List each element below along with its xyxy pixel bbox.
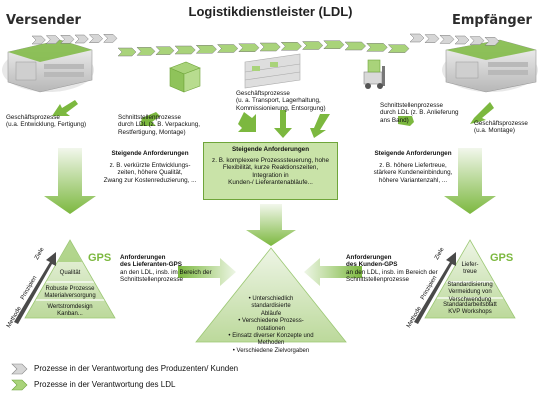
requirements-center-box: Steigende Anforderungen z. B. komplexere… <box>203 142 338 200</box>
process-chevron-24 <box>469 36 485 45</box>
warehouse-shelves-illustration <box>244 53 301 89</box>
process-chevron-13 <box>259 42 281 52</box>
process-chevron-6 <box>117 47 137 57</box>
arrow-left-gps-to-center <box>178 258 236 286</box>
right-axis-arrow <box>414 252 456 324</box>
process-chevron-7 <box>136 47 156 56</box>
arrow-to-right-pyramid <box>444 148 496 214</box>
receiver-factory-illustration <box>442 39 538 93</box>
receiver-label: Empfänger <box>452 13 532 28</box>
process-chevron-4 <box>88 34 104 43</box>
process-chevron-23 <box>454 35 470 45</box>
process-chevron-2 <box>60 35 75 44</box>
left-gps-pyramid <box>24 239 116 319</box>
process-chevron-17 <box>344 41 367 51</box>
process-chevron-12 <box>238 43 260 52</box>
arrow-down-4 <box>274 110 292 138</box>
diagram-title: Logistikdienstleister (LDL) <box>188 4 353 19</box>
center-pyramid <box>195 247 347 343</box>
process-chevron-19 <box>387 44 410 53</box>
left-gps-label: GPS <box>88 252 112 264</box>
arrow-down-1 <box>52 100 78 116</box>
requirements-right: Steigende Anforderungen z. B. höhere Lie… <box>373 150 453 184</box>
process-chevron-22 <box>439 35 455 44</box>
process-chevron-9 <box>174 45 196 55</box>
arrow-to-left-pyramid <box>44 148 96 214</box>
process-chevron-3 <box>74 34 89 44</box>
legend-label-ldl: Prozesse in der Verantwortung des LDL <box>34 380 176 389</box>
arrow-to-center-pyramid <box>246 204 296 246</box>
arrow-right-gps-to-center <box>304 258 362 286</box>
process-chevron-25 <box>484 37 500 46</box>
left-pyramid-level-goals: Qualität <box>59 270 81 276</box>
process-chevron-15 <box>301 41 324 50</box>
process-chevron-16 <box>323 40 345 49</box>
process-chevron-20 <box>409 33 425 43</box>
requirements-left: Steigende Anforderungen z. B. verkürzte … <box>103 150 197 184</box>
arrow-down-3 <box>238 112 256 132</box>
right-gps-pyramid <box>424 239 516 319</box>
process-chevron-14 <box>280 42 302 51</box>
forklift-illustration <box>363 59 385 89</box>
sender-factory-illustration <box>2 39 94 93</box>
process-chevron-1 <box>45 35 61 44</box>
arrow-down-2 <box>140 112 160 126</box>
process-chevron-5 <box>103 34 118 43</box>
label-receiver-business-processes: Geschäftsprozesse(u.a. Montage) <box>474 120 528 135</box>
process-chevron-10 <box>195 45 217 54</box>
right-pyramid-level-goals: Liefer-treue <box>461 262 479 276</box>
label-ldl-business-processes: Geschäftsprozesse(u. a. Transport, Lager… <box>236 90 326 112</box>
center-pyramid-items: • Unterschiedlich standardisierte Abläuf… <box>228 296 314 354</box>
packaging-box-illustration <box>169 61 201 93</box>
legend-swatch-ldl <box>11 379 28 391</box>
process-chevron-0 <box>31 35 46 45</box>
legend-label-producer: Prozesse in der Verantwortung des Produz… <box>34 364 239 373</box>
arrow-down-5 <box>310 114 330 138</box>
process-chevron-21 <box>424 34 440 43</box>
process-chevron-11 <box>216 44 239 53</box>
process-chevron-8 <box>155 46 175 55</box>
arrow-down-6 <box>398 116 414 126</box>
supplier-gps-requirements: Anforderungen des Lieferanten-GPS an den… <box>120 254 212 284</box>
arrow-down-7 <box>470 102 494 124</box>
process-chevron-chain <box>31 33 500 57</box>
customer-gps-requirements: Anforderungen des Kunden-GPS an den LDL,… <box>346 254 438 284</box>
process-chevron-18 <box>366 43 388 52</box>
legend-swatch-producer <box>11 363 28 375</box>
sender-label: Versender <box>6 13 81 28</box>
label-sender-business-processes: Geschäftsprozesse(u.a. Entwicklung, Fert… <box>6 114 87 129</box>
right-gps-label: GPS <box>490 252 514 264</box>
left-axis-arrow <box>14 252 56 324</box>
